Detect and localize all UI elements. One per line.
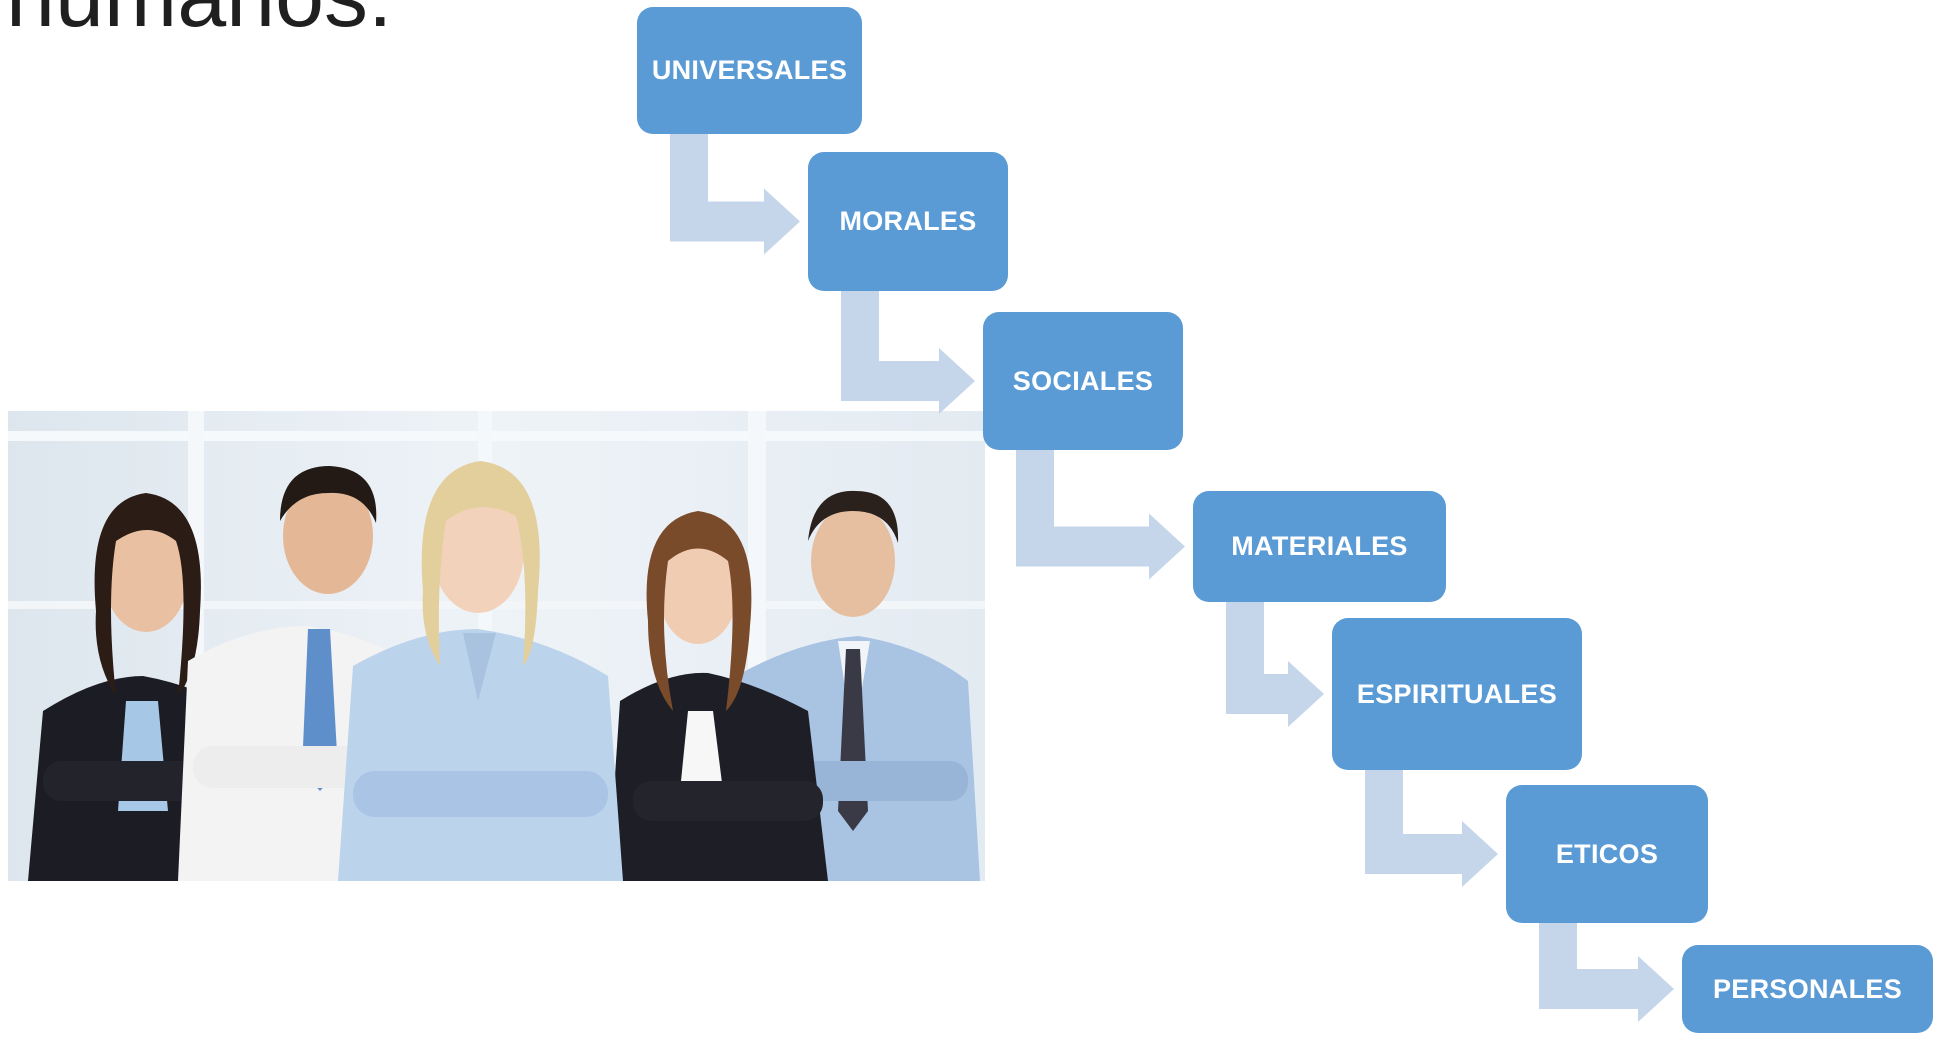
connector-arrow bbox=[841, 291, 975, 414]
team-photo-illustration bbox=[8, 411, 985, 881]
step-box-personales: PERSONALES bbox=[1682, 945, 1933, 1033]
step-label: PERSONALES bbox=[1712, 973, 1903, 1004]
slide-title: humanos: bbox=[6, 0, 392, 40]
step-box-materiales: MATERIALES bbox=[1193, 491, 1446, 602]
step-box-espirituales: ESPIRITUALES bbox=[1332, 618, 1582, 770]
step-label: MORALES bbox=[839, 206, 977, 236]
connector-arrow bbox=[1226, 602, 1324, 727]
step-label: MATERIALES bbox=[1231, 531, 1408, 561]
connector-arrow bbox=[670, 134, 800, 255]
connector-arrow bbox=[1539, 923, 1674, 1022]
step-label: UNIVERSALES bbox=[651, 55, 848, 85]
step-box-eticos: ETICOS bbox=[1506, 785, 1708, 923]
step-box-morales: MORALES bbox=[808, 152, 1008, 291]
step-box-sociales: SOCIALES bbox=[983, 312, 1183, 450]
step-label: SOCIALES bbox=[1012, 365, 1154, 396]
team-photo bbox=[8, 411, 985, 881]
step-label: ETICOS bbox=[1555, 838, 1659, 869]
connector-arrow bbox=[1365, 770, 1498, 887]
step-label: ESPIRITUALES bbox=[1356, 678, 1558, 709]
step-box-universales: UNIVERSALES bbox=[637, 7, 862, 134]
connector-arrow bbox=[1016, 450, 1185, 580]
